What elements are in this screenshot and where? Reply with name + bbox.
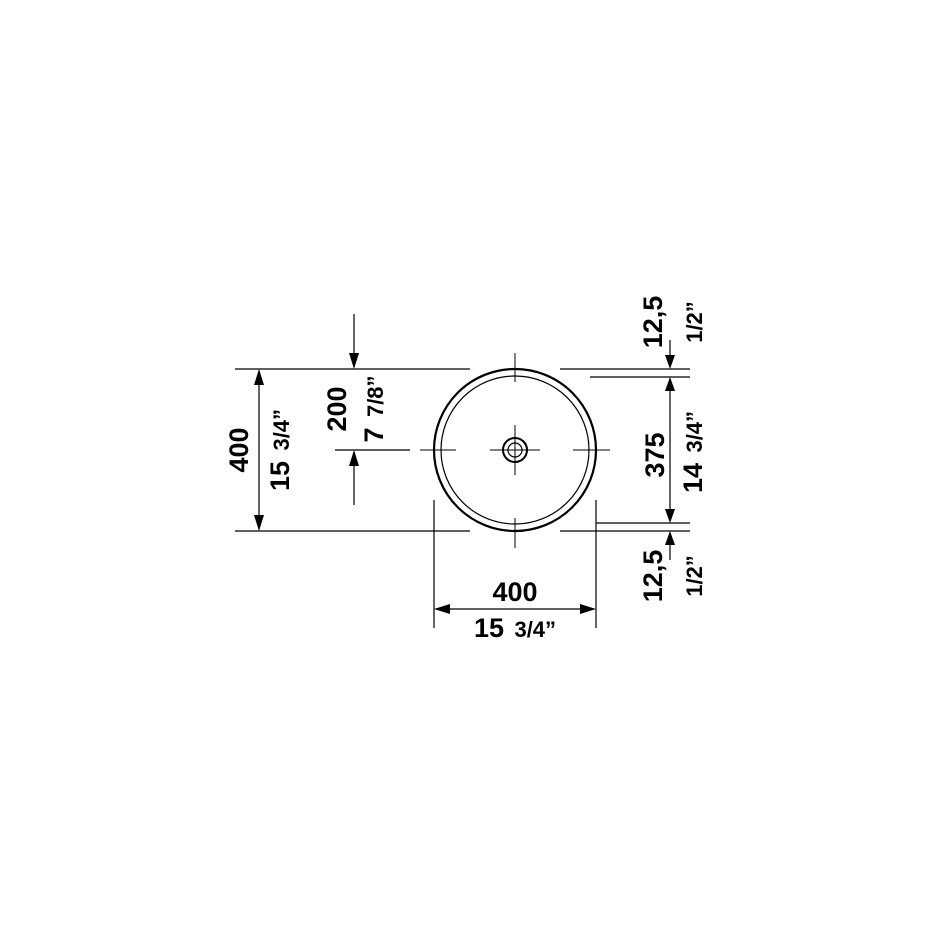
svg-text:400: 400: [224, 427, 254, 472]
label-right-top-rim-mm: 12,5: [638, 296, 668, 349]
label-bottom-width-inch: 15 3/4”: [474, 613, 556, 643]
label-left-height-inch: 15 3/4”: [265, 409, 295, 491]
label-right-top-rim-inch: 1/2”: [682, 301, 707, 343]
dim-bottom-width: [434, 604, 596, 614]
label-right-bottom-rim-mm: 12,5: [638, 550, 668, 603]
label-right-bottom-rim-inch: 1/2”: [682, 555, 707, 597]
center-lines: [420, 353, 610, 548]
svg-text:14 3/4”: 14 3/4”: [678, 411, 708, 493]
dim-center-height: [349, 314, 359, 505]
label-left-height-mm: 400: [224, 427, 254, 472]
svg-text:12,5: 12,5: [638, 550, 668, 603]
svg-text:375: 375: [640, 432, 670, 477]
svg-text:200: 200: [322, 386, 352, 431]
svg-text:1/2”: 1/2”: [682, 555, 707, 597]
dim-left-height: [254, 369, 264, 531]
svg-text:1/2”: 1/2”: [682, 301, 707, 343]
svg-text:7 7/8”: 7 7/8”: [359, 375, 389, 442]
label-center-height-mm: 200: [322, 386, 352, 431]
svg-text:12,5: 12,5: [638, 296, 668, 349]
dim-right-bottom-rim: [665, 490, 675, 560]
label-bottom-width-mm: 400: [492, 577, 537, 607]
label-right-inner-inch: 14 3/4”: [678, 411, 708, 493]
label-right-inner-mm: 375: [640, 432, 670, 477]
label-center-height-inch: 7 7/8”: [359, 375, 389, 442]
svg-text:15 3/4”: 15 3/4”: [265, 409, 295, 491]
dim-right-top-rim: [665, 340, 675, 410]
extension-lines: [235, 368, 690, 628]
